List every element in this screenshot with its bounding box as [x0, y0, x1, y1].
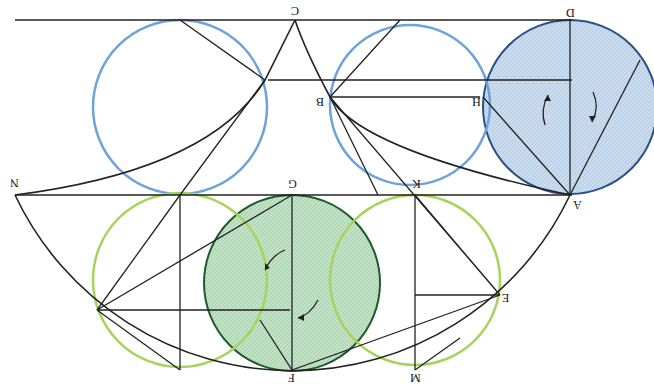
point-label: B — [316, 96, 324, 108]
point-label: M — [410, 372, 421, 384]
point-label: F — [288, 372, 295, 384]
point-label: N — [10, 177, 19, 189]
point-label: E — [502, 292, 509, 304]
point-label: H — [472, 96, 481, 108]
point-label: D — [566, 7, 575, 19]
point-label: A — [573, 199, 582, 211]
point-label: C — [291, 5, 299, 17]
point-label: G — [288, 178, 297, 190]
point-label: K — [412, 178, 421, 190]
rolling-circle — [483, 20, 654, 194]
